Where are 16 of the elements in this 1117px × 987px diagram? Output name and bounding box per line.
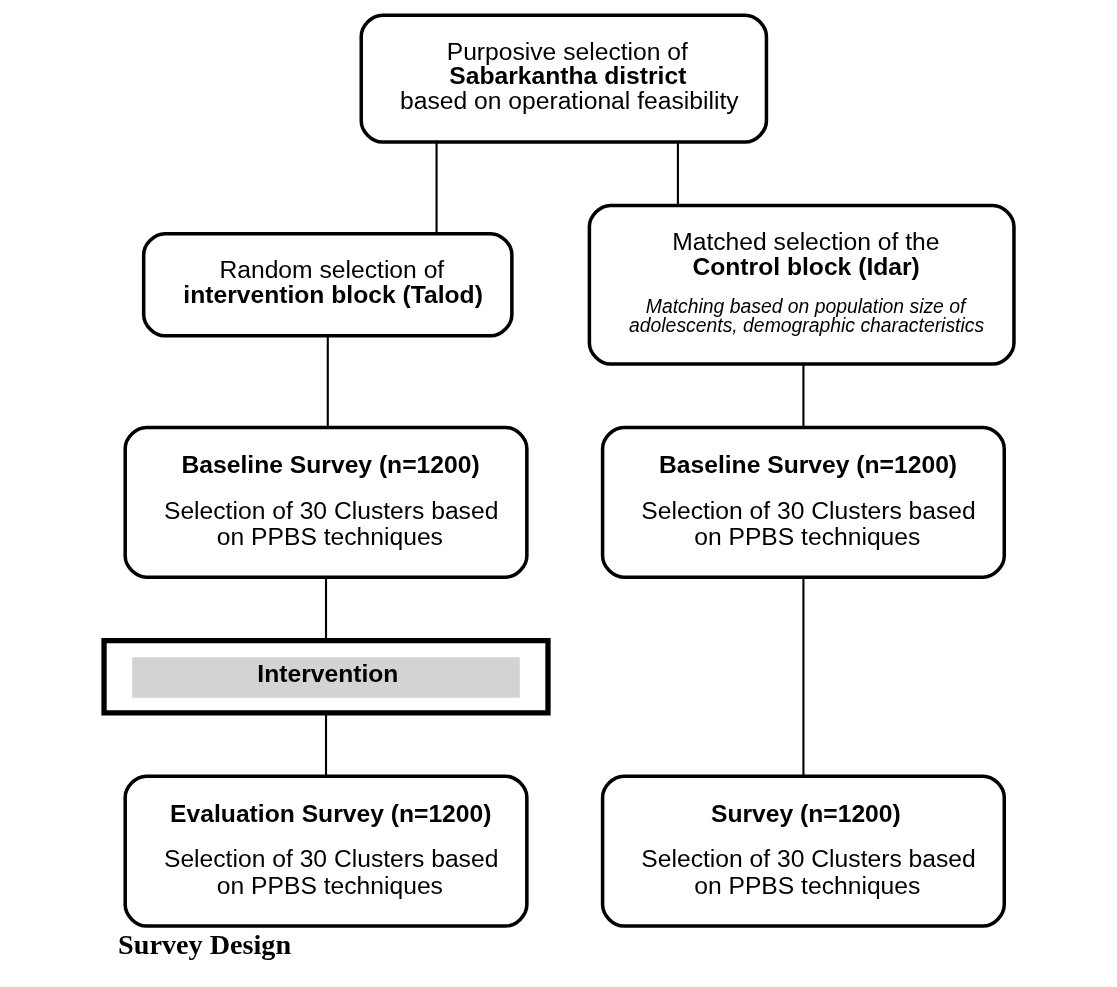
connector bbox=[324, 712, 327, 777]
connector bbox=[324, 577, 327, 641]
node-box: Matched selection of the Control block (Idar) Matching based on population size of adolescents, demographic characteristics bbox=[587, 203, 1016, 366]
node-box: Purposive selection of Sabarkantha district based on operational feasibility bbox=[359, 13, 768, 144]
caption: Survey Design bbox=[117, 928, 291, 960]
node-box: Evaluation Survey (n=1200) Selection of 30 Clusters based on PPBS techniques bbox=[122, 774, 529, 928]
node-box: Survey (n=1200) Selection of 30 Clusters based on PPBS techniques bbox=[600, 774, 1006, 928]
connector bbox=[435, 142, 438, 234]
node-box: Baseline Survey (n=1200) Selection of 30 Clusters based on PPBS techniques bbox=[122, 425, 529, 579]
node-box: Baseline Survey (n=1200) Selection of 30 Clusters based on PPBS techniques bbox=[600, 425, 1006, 579]
connector bbox=[801, 578, 804, 777]
node-box: Random selection of intervention block (Talod) bbox=[141, 231, 514, 338]
connector bbox=[676, 142, 679, 206]
node-box: Intervention bbox=[100, 637, 551, 716]
connector bbox=[801, 364, 804, 427]
connector bbox=[326, 336, 329, 428]
